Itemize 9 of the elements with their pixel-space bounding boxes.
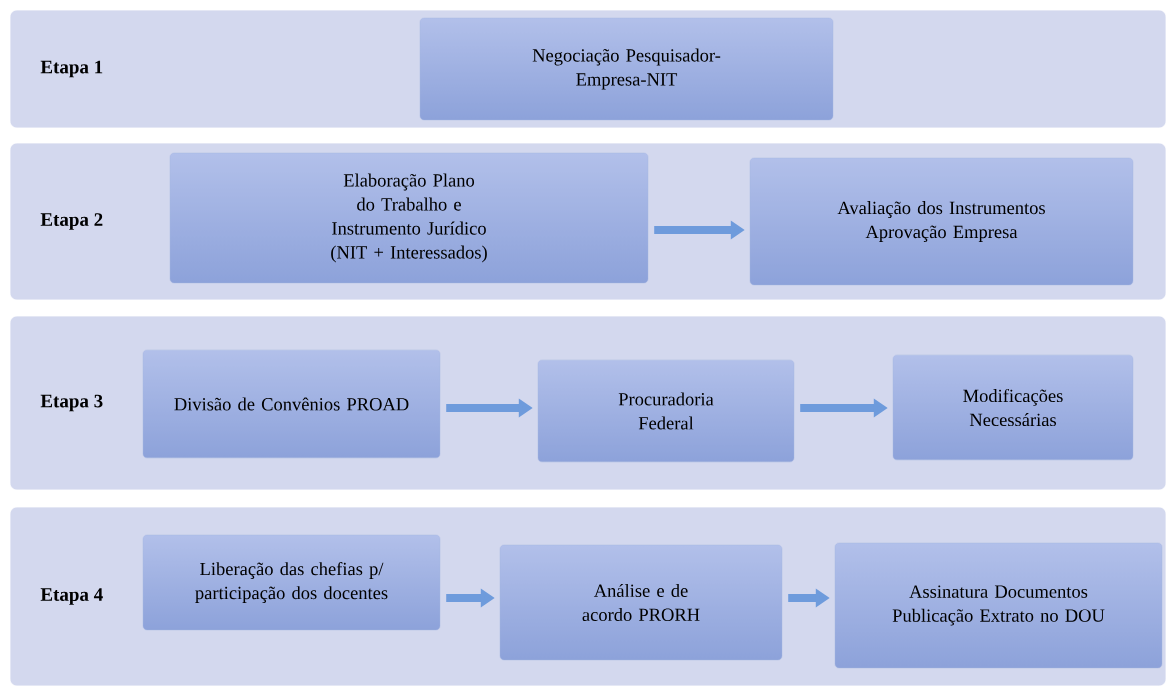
process-box: Análise e de acordo PRORH	[499, 544, 783, 661]
process-box: Negociação Pesquisador-Empresa-NIT	[419, 17, 834, 121]
process-box: Modificações Necessárias	[892, 354, 1134, 461]
process-box: Elaboração Plano do Trabalho e Instrumento Jurídico (NIT + Interessados)	[169, 152, 649, 284]
process-box: Procuradoria Federal	[537, 359, 795, 463]
process-box: Avaliação dos Instrumentos Aprovação Empresa	[749, 157, 1134, 286]
process-box: Liberação das chefias p/ participação dos docentes	[142, 534, 441, 631]
process-box: Assinatura Documentos Publicação Extrato no DOU	[834, 542, 1163, 669]
process-box: Divisão de Convênios PROAD	[142, 349, 441, 459]
